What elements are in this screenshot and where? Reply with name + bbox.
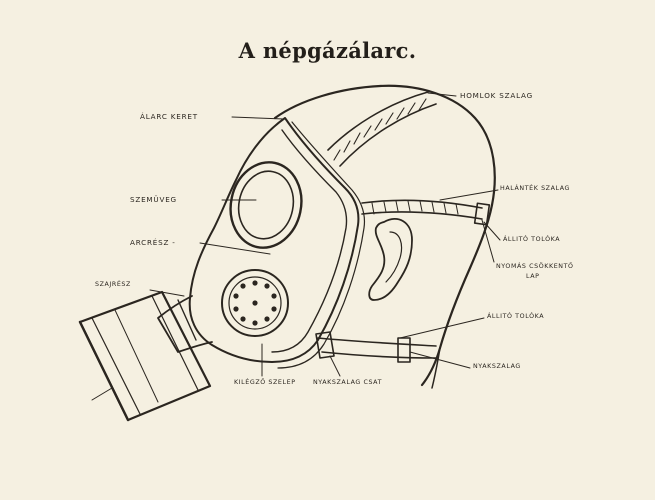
canister-front	[78, 320, 130, 422]
neck-strap-top	[317, 337, 437, 347]
label-kilegzo-szelep: KILÉGZŐ SZELEP	[234, 379, 296, 386]
label-nyakszalag: NYAKSZALAG	[473, 363, 521, 370]
label-allito-toloka-bottom: ÁLLITÓ TOLÓKA	[487, 313, 545, 320]
temple-strap-hatching	[371, 200, 459, 215]
forehead-strap-top	[327, 91, 429, 151]
temple-strap-top	[361, 199, 483, 209]
valve-inner	[228, 276, 282, 330]
forehead-strap-hatching	[333, 98, 427, 161]
temple-adjuster	[473, 202, 491, 226]
eyepiece-outer	[229, 161, 303, 249]
neck-buckle	[315, 331, 335, 359]
eyepiece-inner	[237, 170, 295, 240]
mask-frame-outer	[188, 117, 360, 363]
ear-shape	[368, 218, 413, 301]
mask-frame-rim	[277, 121, 366, 369]
mouthpiece	[157, 295, 213, 353]
label-allito-toloka-top: ÁLLITÓ TOLÓKA	[503, 236, 561, 243]
canister-pointer-line	[91, 387, 113, 401]
pointer-lines	[149, 92, 501, 377]
mouthpiece-ring	[177, 299, 197, 341]
label-halanteki-szalag: HALÁNTÉK SZALAG	[500, 185, 571, 192]
diagram-title: A népgázálarc.	[238, 38, 417, 63]
canister-rim-2	[151, 295, 199, 391]
ear-inner	[385, 231, 403, 283]
canister-band	[114, 309, 159, 403]
temple-strap-bottom	[361, 211, 483, 220]
label-szajresz: SZAJRÉSZ	[95, 281, 131, 288]
label-arcresz: ARCRÉSZ -	[130, 238, 176, 247]
label-nyomas-csokkento-lap: LAP	[526, 273, 540, 280]
label-nyakszalag-csat: NYAKSZALAG CSAT	[313, 379, 383, 386]
forehead-strap-bottom	[339, 103, 437, 167]
label-nyomas-csokkento: NYOMÁS CSÖKKENTŐ	[496, 263, 574, 270]
neck-back-line	[431, 347, 441, 389]
valve-outer	[221, 269, 289, 337]
neck-strap-bottom	[321, 351, 437, 359]
head-outline	[273, 84, 496, 387]
canister-rim-1	[91, 317, 141, 415]
neck-adjuster	[397, 337, 411, 363]
label-szemuveg: SZEMÜVEG	[130, 195, 177, 204]
label-alarc-keret: ÁLARC KERET	[140, 112, 198, 121]
valve-holes	[233, 280, 277, 326]
label-homlok-szalag: HOMLOK SZALAG	[460, 91, 533, 100]
mask-frame-inner	[271, 129, 348, 353]
